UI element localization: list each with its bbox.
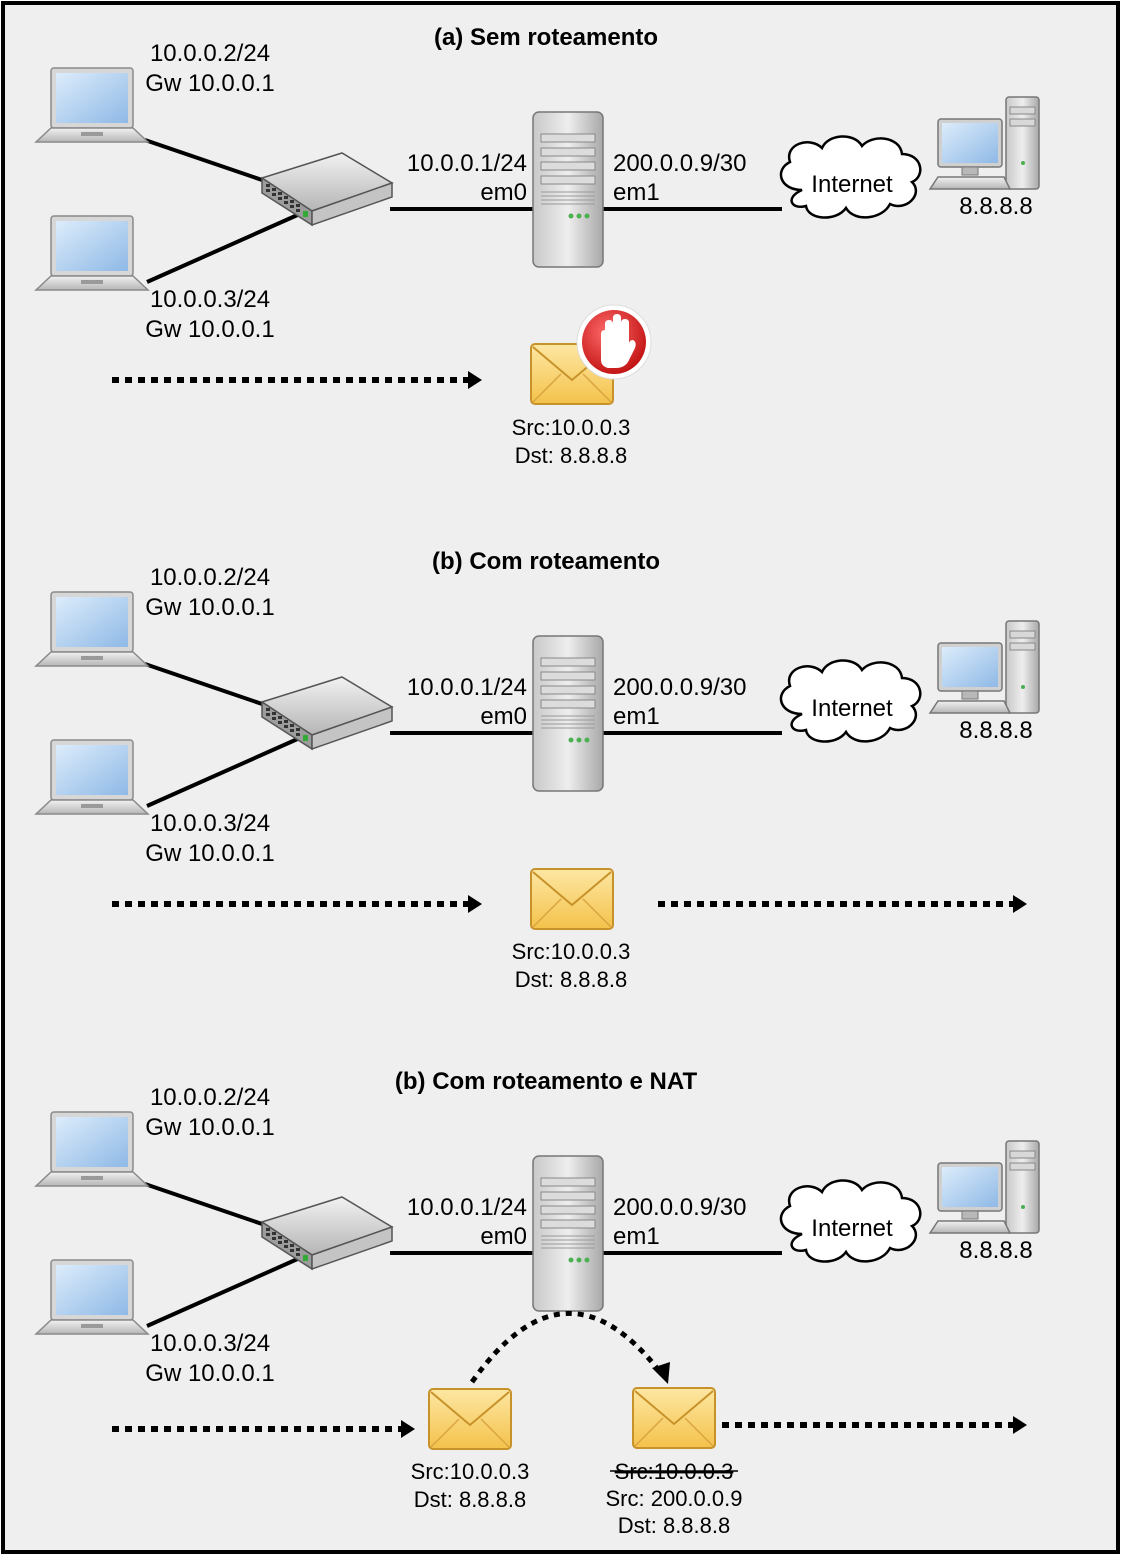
host2-gateway-label: Gw 10.0.0.1 xyxy=(145,840,274,867)
packet-flow-arrow xyxy=(112,1420,415,1438)
stop-hand-icon xyxy=(576,304,652,380)
packet-src-label: Src:10.0.0.3 xyxy=(411,1459,530,1484)
laptop-icon xyxy=(35,67,149,143)
host1-ip-label: 10.0.0.2/24 xyxy=(150,40,270,67)
destination-ip-label: 8.8.8.8 xyxy=(959,717,1032,744)
host1-gateway-label: Gw 10.0.0.1 xyxy=(145,70,274,97)
em0-ip-label: 10.0.0.1/24 xyxy=(407,1194,527,1221)
host2-gateway-label: Gw 10.0.0.1 xyxy=(145,1360,274,1387)
panel-title: (a) Sem roteamento xyxy=(434,24,658,51)
laptop-icon xyxy=(35,215,149,291)
em1-interface-label: em1 xyxy=(613,1223,660,1250)
laptop-icon xyxy=(35,591,149,667)
internet-label: Internet xyxy=(811,695,893,722)
em0-interface-label: em0 xyxy=(480,179,527,206)
panel-title: (b) Com roteamento e NAT xyxy=(395,1068,698,1095)
internet-label: Internet xyxy=(811,171,893,198)
host1-gateway-label: Gw 10.0.0.1 xyxy=(145,594,274,621)
em1-interface-label: em1 xyxy=(613,703,660,730)
laptop-icon xyxy=(35,1111,149,1187)
host2-gateway-label: Gw 10.0.0.1 xyxy=(145,316,274,343)
server-icon xyxy=(532,635,604,792)
packet-flow-arrow xyxy=(112,371,482,389)
packet-dst-label: Dst: 8.8.8.8 xyxy=(618,1513,731,1538)
em0-interface-label: em0 xyxy=(480,1223,527,1250)
packet-dst-label: Dst: 8.8.8.8 xyxy=(414,1487,527,1512)
packet-src-label: Src:10.0.0.3 xyxy=(512,415,631,440)
link-host2-switch xyxy=(146,1255,303,1328)
packet-forward-arrow xyxy=(658,895,1027,913)
nat-translation-arrow xyxy=(469,1310,670,1384)
envelope-icon xyxy=(530,868,614,930)
panel-b-com-roteamento: (b) Com roteamento 10.0.0.2/24 Gw 10.0.0.1… xyxy=(35,548,1040,992)
host1-ip-label: 10.0.0.2/24 xyxy=(150,1084,270,1111)
em1-ip-label: 200.0.0.9/30 xyxy=(613,1194,746,1221)
server-icon xyxy=(532,1155,604,1312)
link-host2-switch xyxy=(146,211,303,284)
panel-c-com-roteamento-nat: (b) Com roteamento e NAT 10.0.0.2/24 Gw 10… xyxy=(35,1068,1040,1538)
host1-gateway-label: Gw 10.0.0.1 xyxy=(145,1114,274,1141)
em1-ip-label: 200.0.0.9/30 xyxy=(613,150,746,177)
panel-a-sem-roteamento: (a) Sem roteamento 10.0.0.2/24 Gw 10.0.0.1… xyxy=(35,24,1040,468)
em0-ip-label: 10.0.0.1/24 xyxy=(407,674,527,701)
link-host1-switch xyxy=(144,138,269,184)
packet-src-label: Src:10.0.0.3 xyxy=(512,939,631,964)
host2-ip-label: 10.0.0.3/24 xyxy=(150,810,270,837)
link-host2-switch xyxy=(146,735,303,808)
internet-label: Internet xyxy=(811,1215,893,1242)
envelope-icon xyxy=(428,1388,512,1450)
em1-interface-label: em1 xyxy=(613,179,660,206)
destination-ip-label: 8.8.8.8 xyxy=(959,1237,1032,1264)
laptop-icon xyxy=(35,1259,149,1335)
em0-ip-label: 10.0.0.1/24 xyxy=(407,150,527,177)
em1-ip-label: 200.0.0.9/30 xyxy=(613,674,746,701)
packet-forward-arrow xyxy=(722,1416,1027,1434)
host2-ip-label: 10.0.0.3/24 xyxy=(150,1330,270,1357)
host1-ip-label: 10.0.0.2/24 xyxy=(150,564,270,591)
packet-dst-label: Dst: 8.8.8.8 xyxy=(515,967,628,992)
panels: (a) Sem roteamento 10.0.0.2/24 Gw 10.0.0.1… xyxy=(35,24,1040,1538)
link-host1-switch xyxy=(144,1182,269,1228)
laptop-icon xyxy=(35,739,149,815)
destination-ip-label: 8.8.8.8 xyxy=(959,193,1032,220)
envelope-icon xyxy=(632,1387,716,1449)
em0-interface-label: em0 xyxy=(480,703,527,730)
link-host1-switch xyxy=(144,662,269,708)
packet-translated-src-label: Src: 200.0.0.9 xyxy=(606,1486,743,1511)
packet-dst-label: Dst: 8.8.8.8 xyxy=(515,443,628,468)
panel-title: (b) Com roteamento xyxy=(432,548,660,575)
packet-flow-arrow xyxy=(112,895,482,913)
host2-ip-label: 10.0.0.3/24 xyxy=(150,286,270,313)
server-icon xyxy=(532,111,604,268)
